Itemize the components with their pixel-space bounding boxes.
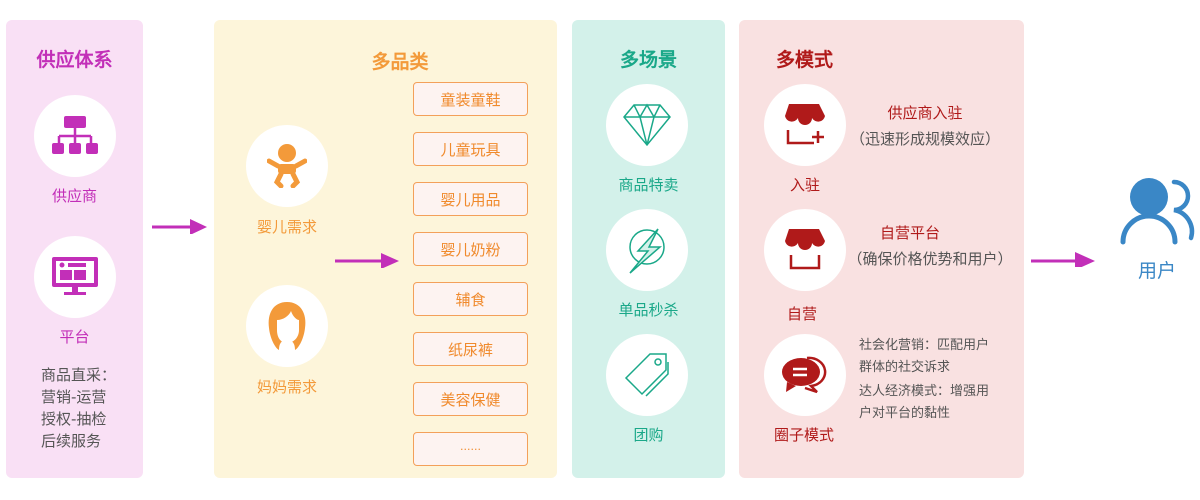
user-label: 用户 [1137,260,1176,282]
desc-line: 社会化营销：匹配用户 [859,338,990,353]
scene-icon-circle [606,334,688,416]
desc-line: 群体的社交诉求 [859,360,951,375]
supply-title: 供应体系 [36,49,113,71]
diamond-icon [623,103,671,147]
scene-icon-circle [606,84,688,166]
mode-title: 多模式 [776,49,834,71]
platform-icon-circle [34,236,116,318]
users-icon [1120,178,1195,245]
settle-desc: （迅速形成规模效应） [849,130,1000,148]
platform-label: 平台 [59,328,90,346]
lightning-icon [629,228,665,274]
arrow-icon [335,253,399,268]
monitor-icon [52,257,98,295]
store-add-icon [785,104,825,145]
category-item: 童装童鞋 [413,82,528,116]
supply-notes: 商品直采： 营销-运营 授权-抽检 后续服务 [41,364,116,452]
category-item: 纸尿裤 [413,332,528,366]
supplier-icon-circle [34,95,116,177]
self-icon-circle [764,209,846,291]
desc-line: 达人经济模式：增强用 [859,384,990,399]
arrow-icon [1031,252,1095,267]
scene-title: 多场景 [619,49,677,71]
woman-icon [268,302,306,350]
settle-icon-circle [764,84,846,166]
category-title: 多品类 [371,51,429,73]
scene-label: 单品秒杀 [618,301,679,319]
self-label: 自营 [786,305,817,323]
note-line: 商品直采： [41,366,117,384]
note-line: 后续服务 [41,432,102,450]
org-chart-icon [52,116,98,154]
category-item: 辅食 [413,282,528,316]
mom-label: 妈妈需求 [256,378,317,396]
scene-label: 商品特卖 [618,176,679,194]
category-item-more: ······ [413,432,528,466]
category-item: 美容保健 [413,382,528,416]
category-item: 儿童玩具 [413,132,528,166]
self-title: 自营平台 [879,224,940,242]
settle-title: 供应商入驻 [887,104,963,122]
scene-icon-circle [606,209,688,291]
desc-line: 户对平台的黏性 [859,406,951,421]
chat-bubbles-icon [782,356,827,394]
settle-label: 入驻 [789,176,820,194]
supplier-label: 供应商 [51,187,97,205]
baby-icon-circle [246,125,328,207]
category-item: 婴儿用品 [413,182,528,216]
tags-icon [624,353,669,397]
note-line: 授权-抽检 [41,410,107,428]
circle-label: 圈子模式 [773,426,834,444]
self-desc: （确保价格优势和用户） [847,250,1013,268]
arrow-icon [152,219,207,234]
mom-icon-circle [246,285,328,367]
store-icon [785,229,825,270]
scene-label: 团购 [633,426,664,444]
circle-icon-circle [764,334,846,416]
note-line: 营销-运营 [41,388,107,406]
baby-icon [267,144,307,188]
baby-label: 婴儿需求 [256,218,317,236]
category-item: 婴儿奶粉 [413,232,528,266]
circle-desc: 社会化营销：匹配用户 群体的社交诉求 达人经济模式：增强用 户对平台的黏性 [859,335,989,425]
